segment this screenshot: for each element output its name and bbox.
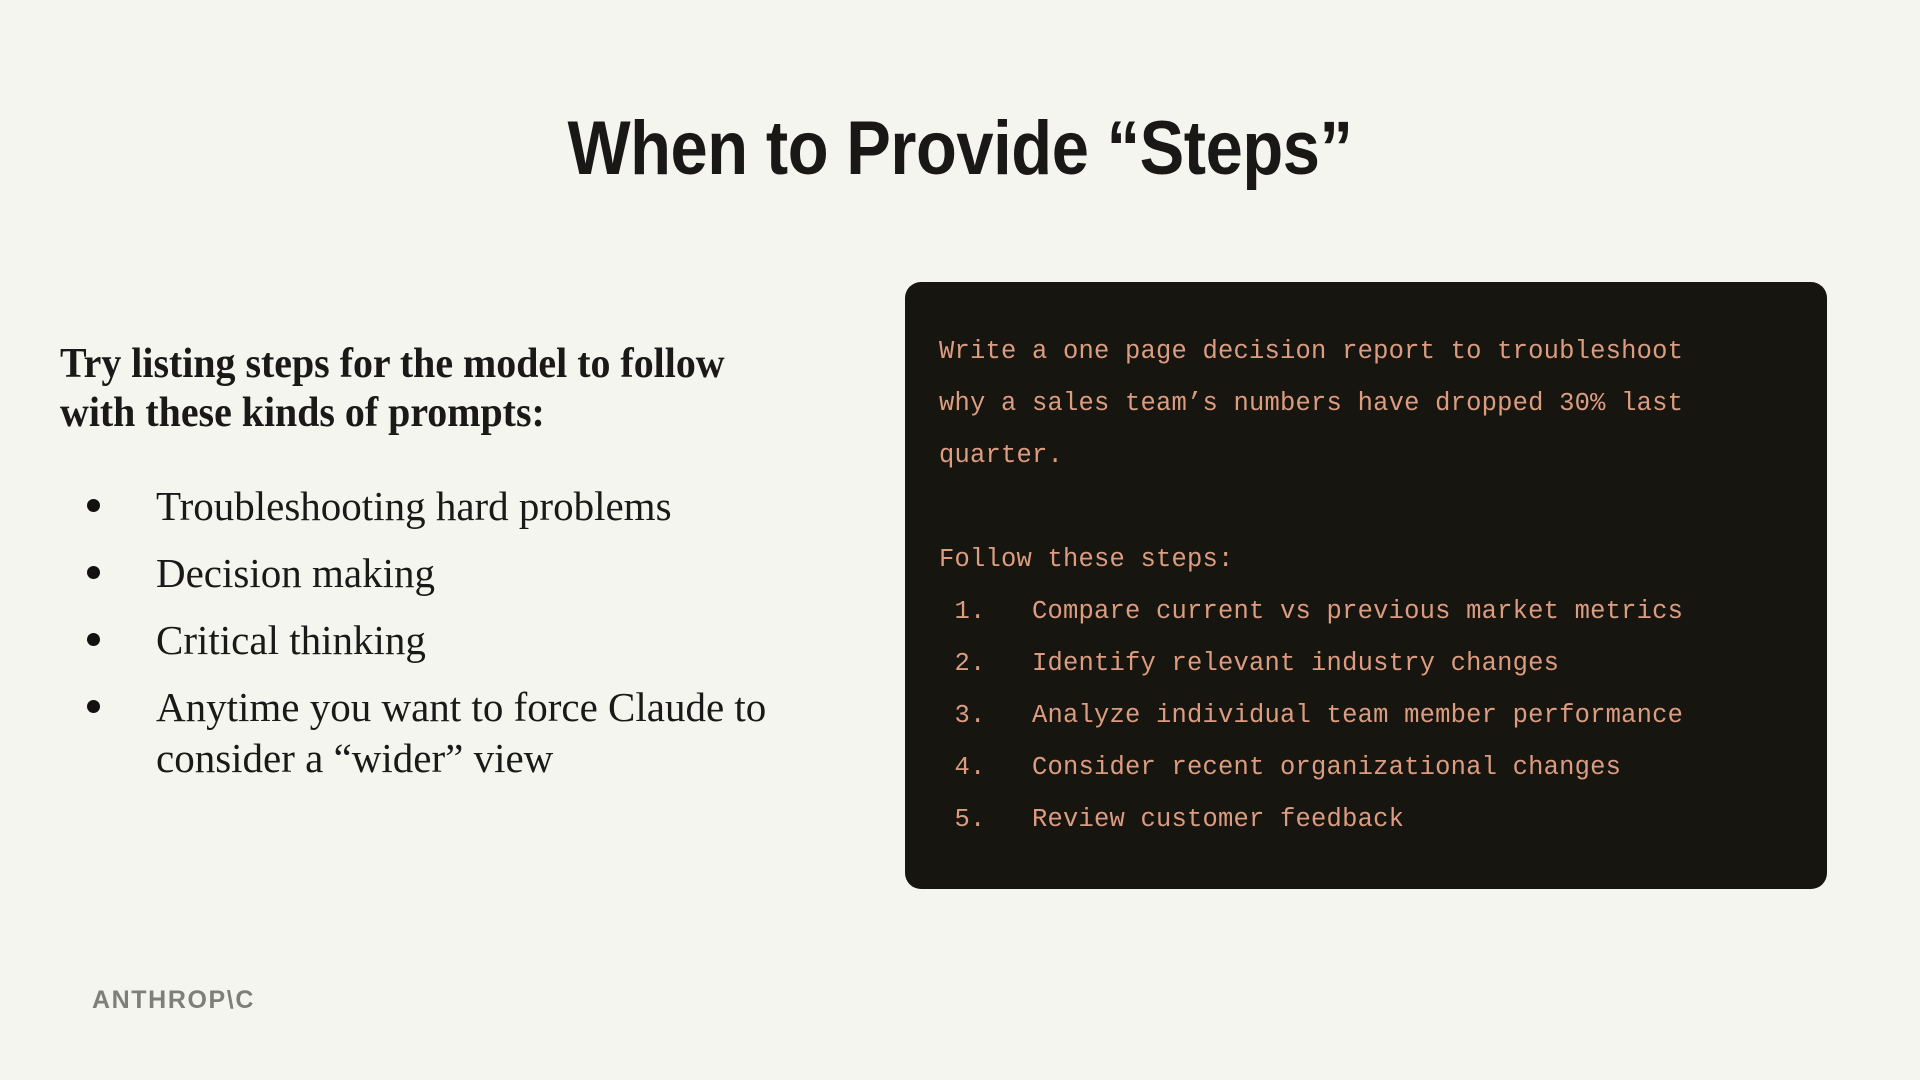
use-case-bullet-list: Troubleshooting hard problems Decision m… [60,481,850,782]
code-line: 1. Compare current vs previous market me… [939,597,1684,626]
list-item-label: Decision making [156,550,435,597]
list-item-label: Troubleshooting hard problems [156,483,672,530]
code-line: 4. Consider recent organizational change… [939,753,1622,782]
list-item: Troubleshooting hard problems [60,481,850,531]
bullet-dot-icon [87,499,100,513]
list-item: Critical thinking [60,615,850,665]
left-content-column: Try listing steps for the model to follo… [60,340,850,783]
code-line: Write a one page decision report to trou… [939,337,1684,366]
code-line-blank [939,482,1793,534]
code-line: 3. Analyze individual team member perfor… [939,701,1684,730]
list-item: Decision making [60,548,850,598]
page-title: When to Provide “Steps” [567,105,1353,191]
code-line: Follow these steps: [939,545,1234,574]
code-line: 2. Identify relevant industry changes [939,649,1560,678]
bullet-dot-icon [87,633,100,647]
list-item-label: Critical thinking [156,617,426,664]
bullet-dot-icon [87,700,100,714]
bullet-dot-icon [87,566,100,580]
code-line: why a sales team’s numbers have dropped … [939,389,1684,418]
code-content: Write a one page decision report to trou… [939,326,1793,846]
prompt-example-code-block: Write a one page decision report to trou… [905,282,1827,889]
lead-paragraph: Try listing steps for the model to follo… [60,341,725,436]
code-line: quarter. [939,441,1064,470]
list-item-label: Anytime you want to force Claude to cons… [156,684,767,781]
anthropic-logo: ANTHROP\C [92,986,256,1014]
list-item: Anytime you want to force Claude to cons… [60,682,850,782]
code-line: 5. Review customer feedback [939,805,1405,834]
